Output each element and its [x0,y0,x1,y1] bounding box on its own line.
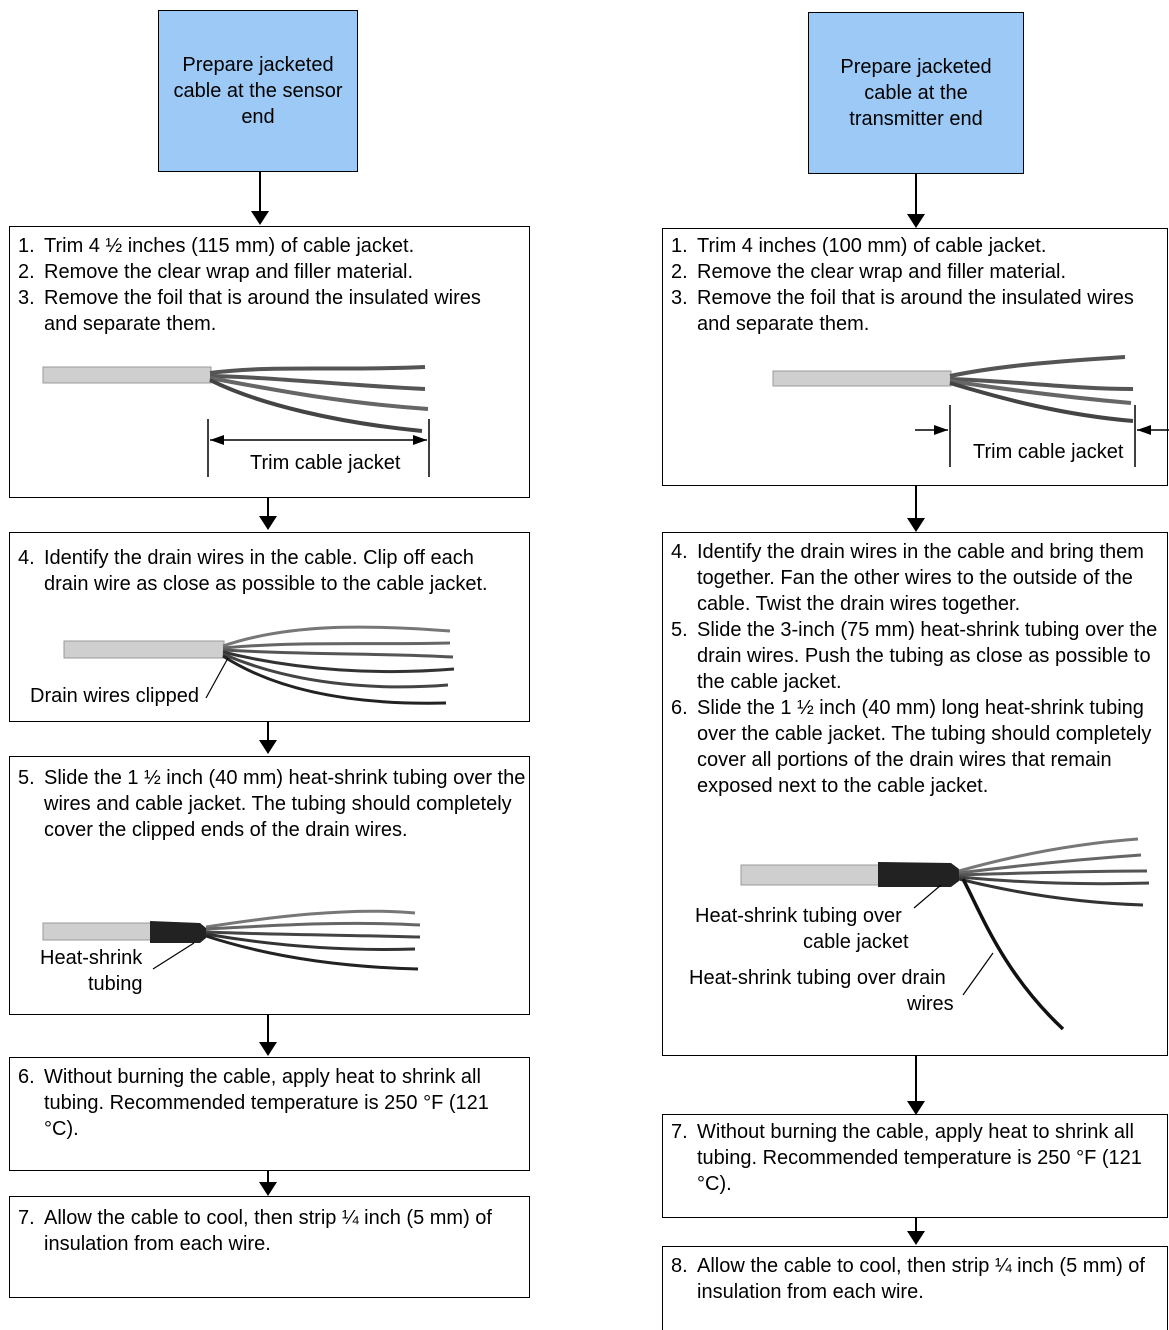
heat-shrink-tubing-label-line1: Heat-shrink [40,947,143,969]
connector-line [267,1171,269,1185]
step-item: 1.Trim 4 ½ inches (115 mm) of cable jack… [18,235,415,257]
drain-clipped-illustration [63,625,455,705]
tubing-over-drain-label-line2: wires [907,993,954,1015]
trim-cable-jacket-label: Trim cable jacket [250,452,401,474]
step-item: 6.Slide the 1 ½ inch (40 mm) long heat-s… [671,697,1152,797]
step-item: 4.Identify the drain wires in the cable … [671,541,1144,615]
connector-line [267,498,269,518]
start-label-sensor: Prepare jacketed cable at the sensor end [173,54,343,128]
step-list: 4.Identify the drain wires in the cable.… [18,545,518,597]
start-box-transmitter: Prepare jacketed cable at the transmitte… [808,12,1024,174]
heat-shrink-drain-illustration [740,837,1150,1031]
connector-line [267,1015,269,1045]
step-list: 1.Trim 4 inches (100 mm) of cable jacket… [671,233,1161,337]
step-item: 6.Without burning the cable, apply heat … [18,1066,489,1140]
step-item: 7.Allow the cable to cool, then strip ¼ … [18,1207,492,1255]
connector-line [915,1218,917,1234]
step-box-sensor-4: 6.Without burning the cable, apply heat … [9,1057,530,1171]
step-list: 1.Trim 4 ½ inches (115 mm) of cable jack… [18,233,518,337]
step-box-transmitter-3: 7.Without burning the cable, apply heat … [662,1114,1168,1218]
step-item: 5.Slide the 1 ½ inch (40 mm) heat-shrink… [18,767,526,841]
step-list: 7.Without burning the cable, apply heat … [671,1119,1167,1197]
step-box-sensor-5: 7.Allow the cable to cool, then strip ¼ … [9,1196,530,1298]
step-list: 6.Without burning the cable, apply heat … [18,1064,518,1142]
heat-shrink-tubing-label-line2: tubing [88,973,143,995]
arrow-down-icon [259,1042,277,1056]
step-list: 4.Identify the drain wires in the cable … [671,539,1167,799]
arrow-down-icon [907,214,925,228]
arrow-down-icon [259,1182,277,1196]
connector-line [267,722,269,742]
step-item: 3.Remove the foil that is around the ins… [671,287,1134,335]
start-box-sensor: Prepare jacketed cable at the sensor end [158,10,358,172]
tubing-over-jacket-label-line2: cable jacket [803,931,909,953]
step-box-transmitter-2: 4.Identify the drain wires in the cable … [662,532,1168,1056]
arrow-down-icon [907,1101,925,1115]
arrow-down-icon [907,1231,925,1245]
step-box-sensor-2: 4.Identify the drain wires in the cable.… [9,532,530,722]
arrow-down-icon [259,516,277,530]
connector-line [915,1056,917,1104]
step-box-sensor-1: 1.Trim 4 ½ inches (115 mm) of cable jack… [9,226,530,498]
step-item: 4.Identify the drain wires in the cable.… [18,547,488,595]
step-item: 3.Remove the foil that is around the ins… [18,287,481,335]
step-item: 7.Without burning the cable, apply heat … [671,1121,1142,1195]
step-list: 7.Allow the cable to cool, then strip ¼ … [18,1205,518,1257]
cable-trim-illustration [42,365,430,477]
start-label-transmitter: Prepare jacketed cable at the transmitte… [840,56,992,130]
step-box-transmitter-1: 1.Trim 4 inches (100 mm) of cable jacket… [662,228,1169,486]
arrow-down-icon [907,518,925,532]
arrow-down-icon [251,211,269,225]
step-item: 2.Remove the clear wrap and filler mater… [18,261,414,283]
connector-line [915,486,917,520]
tubing-over-drain-label-line1: Heat-shrink tubing over drain [689,967,946,989]
step-item: 5.Slide the 3-inch (75 mm) heat-shrink t… [671,619,1158,693]
heat-shrink-illustration [42,909,421,971]
arrow-down-icon [259,740,277,754]
step-item: 1.Trim 4 inches (100 mm) of cable jacket… [671,235,1047,257]
step-item: 8.Allow the cable to cool, then strip ¼ … [671,1255,1145,1303]
step-list: 8.Allow the cable to cool, then strip ¼ … [671,1253,1167,1305]
connector-line [915,174,917,216]
cable-trim-illustration [772,355,1169,467]
step-list: 5.Slide the 1 ½ inch (40 mm) heat-shrink… [18,765,528,843]
step-box-sensor-3: 5.Slide the 1 ½ inch (40 mm) heat-shrink… [9,756,530,1015]
step-item: 2.Remove the clear wrap and filler mater… [671,261,1067,283]
trim-cable-jacket-label: Trim cable jacket [973,441,1124,463]
drain-wires-clipped-label: Drain wires clipped [30,685,199,707]
step-box-transmitter-4: 8.Allow the cable to cool, then strip ¼ … [662,1246,1168,1330]
tubing-over-jacket-label-line1: Heat-shrink tubing over [695,905,902,927]
connector-line [259,172,261,212]
